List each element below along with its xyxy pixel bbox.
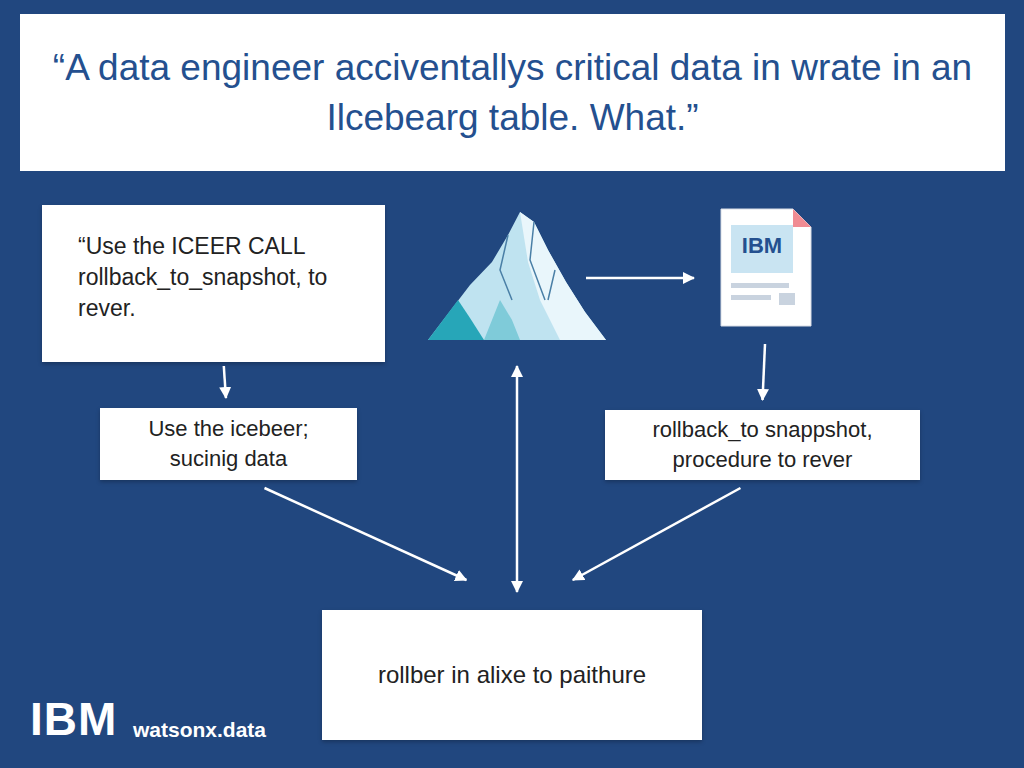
document-label: IBM <box>731 233 793 259</box>
box-text: rollber in alixe to paithure <box>342 659 682 691</box>
iceberg-shadow <box>428 300 484 340</box>
document-header <box>731 225 793 273</box>
document-line <box>779 293 795 305</box>
document-line <box>731 295 771 300</box>
process-box: “Use the ICEER CALL rollback_to_snapshot… <box>42 205 385 362</box>
document-fold <box>793 209 811 227</box>
flow-arrow <box>763 344 766 400</box>
document-line <box>731 283 789 288</box>
flow-arrow <box>264 488 466 580</box>
iceberg-body <box>428 212 606 340</box>
document-icon: IBM <box>715 205 815 330</box>
logo-text: IBM <box>30 692 117 746</box>
flow-arrow <box>573 488 741 580</box>
box-text: Use the icebeer; sucinig data <box>130 414 327 473</box>
iceberg-illustration <box>428 212 606 340</box>
double-arrow <box>516 366 519 592</box>
process-box: rollback_to snappshot, procedure to reve… <box>605 410 920 480</box>
box-text: “Use the ICEER CALL rollback_to_snapshot… <box>78 231 355 324</box>
title-panel: “A data engineer acciventallys critical … <box>20 14 1005 171</box>
diagram-title: “A data engineer acciventallys critical … <box>50 43 975 143</box>
flow-arrow <box>586 277 694 280</box>
iceberg-shadow <box>484 300 520 340</box>
product-name: watsonx.data <box>133 718 266 742</box>
flow-arrow <box>224 366 226 398</box>
iceberg-crack <box>500 222 555 300</box>
document-shape <box>715 205 815 330</box>
process-box: Use the icebeer; sucinig data <box>100 408 357 480</box>
result-box: rollber in alixe to paithure <box>322 610 702 740</box>
box-text: rollback_to snappshot, procedure to reve… <box>625 415 900 474</box>
document-page <box>721 209 811 326</box>
